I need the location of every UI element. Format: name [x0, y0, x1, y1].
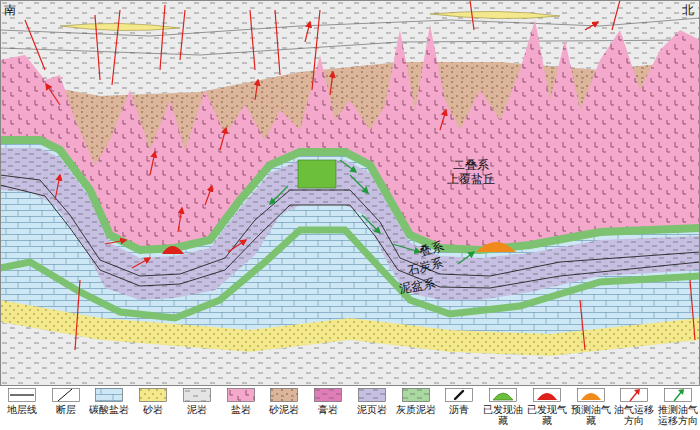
- legend-text: 碳酸盐岩: [88, 404, 131, 415]
- legend-swatch: [314, 388, 342, 402]
- legend-item: 沥青: [438, 388, 481, 415]
- legend-item: 灰质泥岩: [394, 388, 437, 415]
- legend-swatch: [183, 388, 211, 402]
- legend-item: 泥页岩: [350, 388, 393, 415]
- legend-text: 砂泥岩: [263, 404, 306, 415]
- legend-swatch: [620, 388, 648, 402]
- section-label: 二叠系 上覆盐丘: [446, 158, 496, 186]
- legend-text: 已发现气藏: [525, 404, 568, 426]
- legend-text: 已发现油藏: [482, 404, 525, 426]
- legend-swatch: [402, 388, 430, 402]
- legend-swatch: [227, 388, 255, 402]
- legend-text: 油气运移方向: [613, 404, 656, 426]
- legend-text: 泥页岩: [350, 404, 393, 415]
- legend-text: 预测油气藏: [569, 404, 612, 426]
- legend-swatch: [139, 388, 167, 402]
- legend-swatch: [577, 388, 605, 402]
- legend-swatch: [95, 388, 123, 402]
- legend-text: 地层线: [0, 404, 43, 415]
- legend-text: 盐岩: [219, 404, 262, 415]
- legend-swatch: [664, 388, 692, 402]
- legend-text: 灰质泥岩: [394, 404, 437, 415]
- legend-swatch: [445, 388, 473, 402]
- legend-item: 碳酸盐岩: [88, 388, 131, 415]
- legend-item: 砂岩: [132, 388, 175, 415]
- legend-item: 断层: [44, 388, 87, 415]
- legend-item: 已发现气藏: [525, 388, 568, 426]
- legend-item: 盐岩: [219, 388, 262, 415]
- legend-item: 地层线: [0, 388, 43, 415]
- legend-swatch: [52, 388, 80, 402]
- legend-text: 砂岩: [132, 404, 175, 415]
- legend-item: 推测油气运移方向: [657, 388, 700, 426]
- legend-item: 已发现油藏: [482, 388, 525, 426]
- legend-text: 泥岩: [175, 404, 218, 415]
- legend-item: 泥岩: [175, 388, 218, 415]
- section-label: 南: [4, 3, 16, 17]
- legend-swatch: [8, 388, 36, 402]
- legend-swatch: [489, 388, 517, 402]
- legend-text: 膏岩: [307, 404, 350, 415]
- legend-text: 推测油气运移方向: [657, 404, 700, 426]
- legend-text: 沥青: [438, 404, 481, 415]
- legend-item: 预测油气藏: [569, 388, 612, 426]
- legend-swatch: [358, 388, 386, 402]
- legend-swatch: [533, 388, 561, 402]
- legend-item: 砂泥岩: [263, 388, 306, 415]
- legend-swatch: [270, 388, 298, 402]
- legend-text: 断层: [44, 404, 87, 415]
- legend-item: 膏岩: [307, 388, 350, 415]
- section-label: 北: [682, 3, 694, 17]
- legend-item: 油气运移方向: [613, 388, 656, 426]
